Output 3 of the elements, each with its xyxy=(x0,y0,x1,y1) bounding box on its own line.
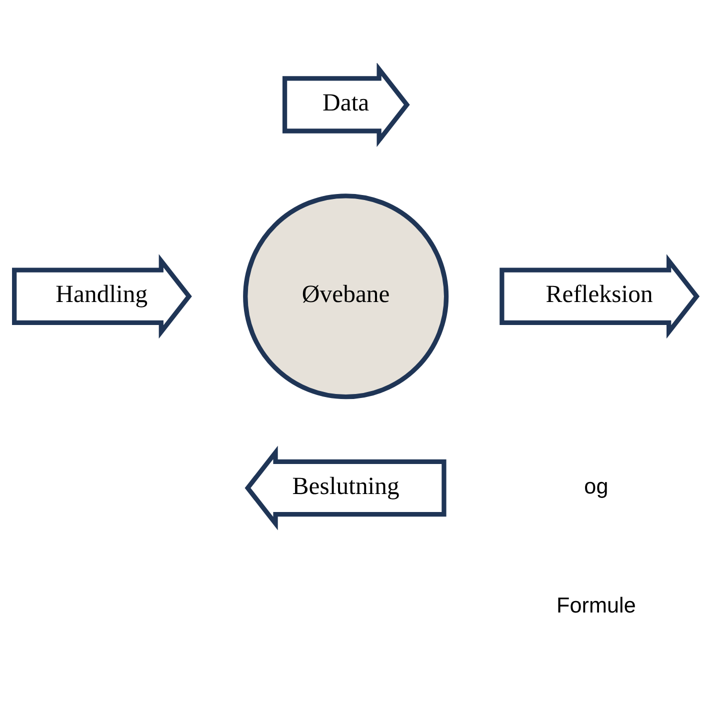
node-circle: Øvebane xyxy=(243,194,449,400)
label: Formule xyxy=(556,592,636,618)
label: og xyxy=(584,474,608,499)
